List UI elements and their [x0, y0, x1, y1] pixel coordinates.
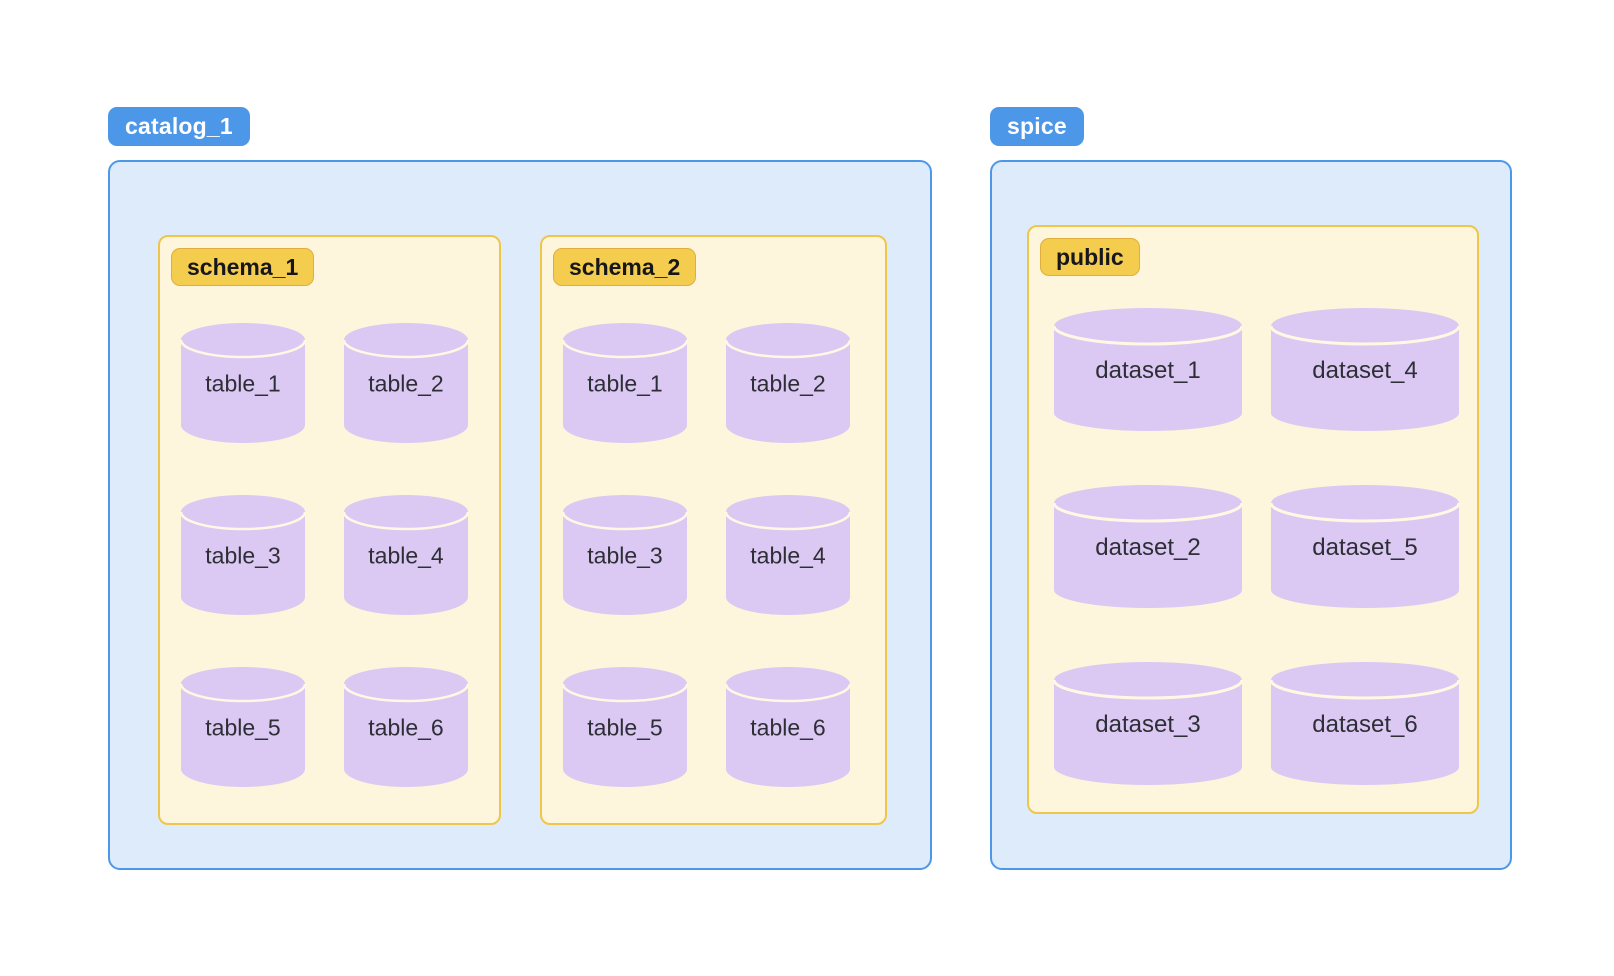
dataset-cylinder: dataset_3: [1052, 661, 1244, 786]
table-cylinder: table_6: [724, 666, 852, 788]
schema-box-1: schema_1 table_1 table_2 table_3 table_4: [158, 235, 501, 825]
database-cylinder-icon: [724, 323, 852, 443]
table-label: table_6: [368, 714, 444, 741]
table-cylinder: table_2: [342, 322, 470, 444]
database-cylinder-icon: [1052, 485, 1244, 608]
schema-badge: public: [1040, 238, 1140, 276]
table-cylinder: table_2: [724, 322, 852, 444]
table-label: table_1: [205, 370, 281, 397]
schema-badge: schema_1: [171, 248, 315, 286]
database-cylinder-icon: [561, 323, 689, 443]
table-label: table_5: [205, 714, 281, 741]
database-cylinder-icon: [561, 495, 689, 615]
table-cylinder: table_4: [342, 494, 470, 616]
database-cylinder-icon: [1269, 662, 1461, 785]
table-label: table_6: [750, 714, 826, 741]
table-label: table_3: [205, 542, 281, 569]
dataset-label: dataset_4: [1312, 356, 1418, 384]
table-label: table_1: [587, 370, 663, 397]
database-cylinder-icon: [1052, 308, 1244, 431]
catalog-container: schema_1 table_1 table_2 table_3 table_4: [108, 160, 932, 870]
catalog-container: public dataset_1 dataset_4 dataset_2 dat…: [990, 160, 1512, 870]
database-cylinder-icon: [342, 667, 470, 787]
table-cylinder: table_5: [561, 666, 689, 788]
table-cylinder: table_6: [342, 666, 470, 788]
table-label: table_5: [587, 714, 663, 741]
dataset-cylinder: dataset_4: [1269, 307, 1461, 432]
dataset-cylinder: dataset_5: [1269, 484, 1461, 609]
database-cylinder-icon: [179, 495, 307, 615]
dataset-cylinder: dataset_1: [1052, 307, 1244, 432]
database-cylinder-icon: [724, 667, 852, 787]
database-cylinder-icon: [1269, 308, 1461, 431]
table-cylinder: table_3: [179, 494, 307, 616]
table-grid: table_1 table_2 table_3 table_4 table_5: [561, 322, 852, 788]
schema-box-public: public dataset_1 dataset_4 dataset_2 dat…: [1027, 225, 1479, 814]
dataset-grid: dataset_1 dataset_4 dataset_2 dataset_5 …: [1052, 307, 1461, 786]
dataset-label: dataset_6: [1312, 710, 1418, 738]
database-cylinder-icon: [342, 495, 470, 615]
table-cylinder: table_1: [179, 322, 307, 444]
dataset-cylinder: dataset_2: [1052, 484, 1244, 609]
table-cylinder: table_3: [561, 494, 689, 616]
table-cylinder: table_5: [179, 666, 307, 788]
table-grid: table_1 table_2 table_3 table_4 table_5: [179, 322, 470, 788]
database-cylinder-icon: [561, 667, 689, 787]
table-label: table_3: [587, 542, 663, 569]
database-cylinder-icon: [1052, 662, 1244, 785]
schema-box-2: schema_2 table_1 table_2 table_3 table_4: [540, 235, 887, 825]
dataset-label: dataset_3: [1095, 710, 1201, 738]
schema-badge: schema_2: [553, 248, 697, 286]
catalog-badge: spice: [990, 107, 1084, 146]
database-cylinder-icon: [724, 495, 852, 615]
catalog-badge: catalog_1: [108, 107, 250, 146]
database-cylinder-icon: [1269, 485, 1461, 608]
dataset-label: dataset_2: [1095, 533, 1201, 561]
table-cylinder: table_1: [561, 322, 689, 444]
database-cylinder-icon: [179, 667, 307, 787]
table-label: table_4: [368, 542, 444, 569]
dataset-label: dataset_5: [1312, 533, 1418, 561]
dataset-label: dataset_1: [1095, 356, 1201, 384]
database-cylinder-icon: [342, 323, 470, 443]
table-cylinder: table_4: [724, 494, 852, 616]
dataset-cylinder: dataset_6: [1269, 661, 1461, 786]
database-cylinder-icon: [179, 323, 307, 443]
table-label: table_2: [750, 370, 826, 397]
table-label: table_2: [368, 370, 444, 397]
table-label: table_4: [750, 542, 826, 569]
